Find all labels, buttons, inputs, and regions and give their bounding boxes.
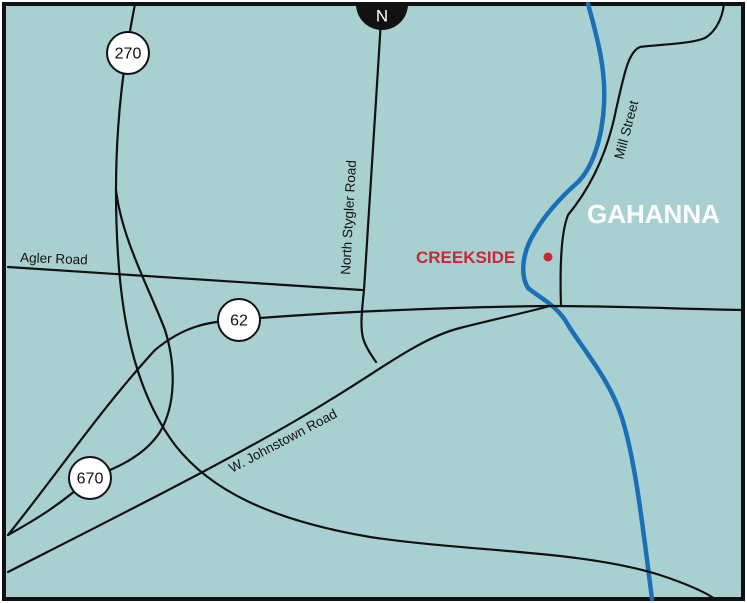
w-johnstown-road [6,304,552,574]
us-62 [6,304,745,537]
north-stygler-road-label: North Stygler Road [338,160,359,275]
north-stygler-road [360,2,384,364]
river [521,1,655,602]
agler-road-label: Agler Road [20,250,88,267]
shield-270-label: 270 [115,46,142,63]
shield-62-label: 62 [230,313,248,330]
shield-62: 62 [217,298,261,342]
town-label: GAHANNA [587,199,720,229]
interstate-270-ramp [90,188,174,479]
agler-road [6,265,364,292]
shield-270: 270 [106,31,150,75]
poi-marker[interactable] [543,252,553,262]
mill-street [559,2,726,308]
shield-670-label: 670 [77,471,104,488]
interstate-270 [114,2,717,601]
north-indicator: N [356,4,408,30]
shield-670: 670 [68,456,112,500]
north-label: N [376,7,388,26]
poi-label: CREEKSIDE [416,248,515,267]
